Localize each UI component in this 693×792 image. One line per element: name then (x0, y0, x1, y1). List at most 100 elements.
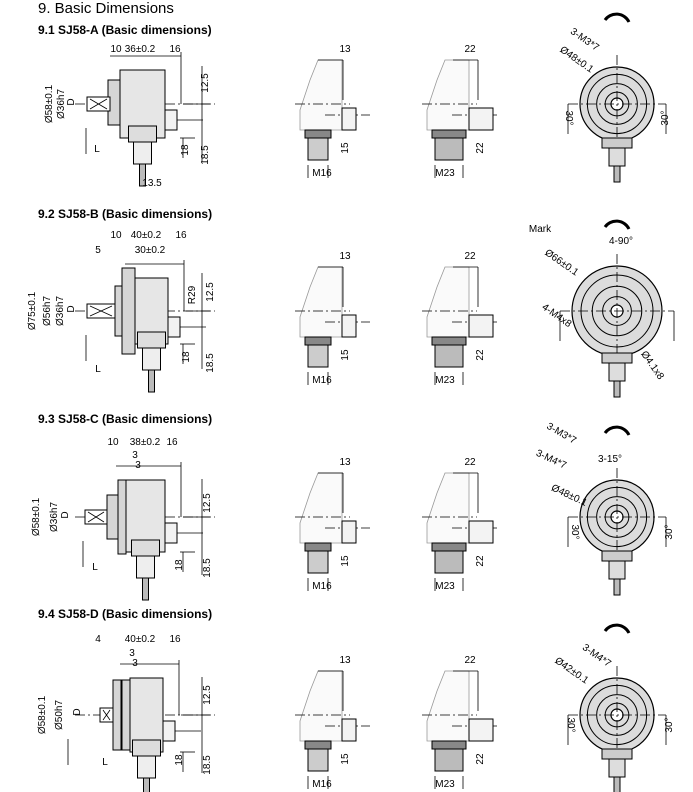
rotation-arrow-icon (603, 12, 631, 23)
m23-width-label: 22 (464, 655, 476, 666)
rotation-arrow-icon (603, 623, 631, 634)
m23-width-label: 22 (464, 251, 476, 262)
side-dimension-label: 10 (110, 44, 122, 55)
front-dimension-label: 4-M4x8 (540, 302, 574, 330)
m23-height-label: 22 (475, 349, 486, 361)
front-dimension-label: 4-90° (609, 236, 633, 247)
side-dimension-label: 30±0.2 (135, 245, 166, 256)
m23-height-label: 22 (475, 555, 486, 567)
m16-thread-label: M16 (312, 779, 332, 790)
side-dimension-label: 38±0.2 (130, 437, 161, 448)
side-dimension-label: 18.5 (202, 755, 213, 775)
section-heading-sj58-a: 9.1 SJ58-A (Basic dimensions) (38, 23, 212, 37)
side-dimension-label: Ø36h7 (56, 89, 67, 119)
side-dimension-label: 16 (169, 44, 181, 55)
side-dimension-label: 3 (129, 648, 135, 659)
side-dimension-label: D (72, 708, 83, 715)
front-dimension-label: 3-15° (598, 454, 622, 465)
side-dimension-label: 3 (132, 658, 138, 669)
m23-thread-label: M23 (435, 168, 455, 179)
side-dimension-label: Ø36h7 (55, 296, 66, 326)
side-dimension-label: Ø75±0.1 (27, 291, 38, 330)
side-dimension-label: 3 (135, 460, 141, 471)
m23-height-label: 22 (475, 142, 486, 154)
side-dimension-label: 12.5 (202, 685, 213, 705)
m16-width-label: 13 (339, 251, 351, 262)
m16-height-label: 15 (340, 142, 351, 154)
side-dimension-label: L (92, 562, 98, 573)
side-dimension-label: 36±0.2 (125, 44, 156, 55)
m23-width-label: 22 (464, 44, 476, 55)
side-dimension-label: 40±0.2 (125, 634, 156, 645)
rotation-arrow-icon (603, 219, 631, 230)
m16-height-label: 15 (340, 753, 351, 765)
side-dimension-label: Ø58±0.1 (37, 695, 48, 734)
m23-thread-label: M23 (435, 581, 455, 592)
side-dimension-label: Ø36h7 (49, 502, 60, 532)
side-dimension-label: 10 (110, 230, 122, 241)
side-dimension-label: 12.5 (205, 282, 216, 302)
side-dimension-label: L (95, 364, 101, 375)
side-dimension-label: 18 (174, 754, 185, 766)
m16-thread-label: M16 (312, 168, 332, 179)
side-dimension-label: 5 (95, 245, 101, 256)
side-dimension-label: 3 (132, 450, 138, 461)
section-heading-sj58-d: 9.4 SJ58-D (Basic dimensions) (38, 607, 213, 621)
side-dimension-label: 16 (166, 437, 178, 448)
side-dimension-label: 12.5 (200, 73, 211, 93)
front-dimension-label: Mark (529, 224, 552, 235)
front-dimension-label: Ø4.1x8 (638, 349, 666, 382)
section-heading-sj58-b: 9.2 SJ58-B (Basic dimensions) (38, 207, 213, 221)
side-dimension-label: D (66, 305, 77, 312)
side-dimension-label: R29 (187, 285, 198, 304)
side-dimension-label: 18.5 (200, 145, 211, 165)
side-dimension-label: L (102, 757, 108, 768)
side-dimension-label: D (66, 98, 77, 105)
m16-thread-label: M16 (312, 581, 332, 592)
m23-width-label: 22 (464, 457, 476, 468)
side-dimension-label: Ø50h7 (54, 700, 65, 730)
m16-height-label: 15 (340, 555, 351, 567)
side-dimension-label: Ø56h7 (42, 296, 53, 326)
section-heading-sj58-c: 9.3 SJ58-C (Basic dimensions) (38, 412, 213, 426)
side-dimension-label: L (94, 144, 100, 155)
front-dimension-label: 3-M4*7 (580, 642, 613, 670)
side-dimension-label: 12.5 (202, 493, 213, 513)
front-dimension-label: Ø48±0.1 (549, 483, 589, 509)
front-dimension-label: 30° (664, 524, 675, 539)
side-dimension-label: 13.5 (142, 178, 162, 189)
front-dimension-label: 3-M3*7 (545, 421, 579, 447)
side-dimension-label: Ø58±0.1 (31, 497, 42, 536)
m16-width-label: 13 (339, 655, 351, 666)
m16-width-label: 13 (339, 44, 351, 55)
side-dimension-label: 10 (107, 437, 119, 448)
rotation-arrow-icon (603, 425, 631, 436)
m16-thread-label: M16 (312, 375, 332, 386)
side-dimension-label: 18.5 (205, 353, 216, 373)
side-dimension-label: 18 (181, 351, 192, 363)
m16-width-label: 13 (339, 457, 351, 468)
front-dimension-label: Ø66±0.1 (543, 247, 581, 278)
side-dimension-label: 18.5 (202, 558, 213, 578)
side-dimension-label: 18 (174, 559, 185, 571)
side-dimension-label: 4 (95, 634, 101, 645)
m23-height-label: 22 (475, 753, 486, 765)
front-dimension-label: 30° (660, 110, 671, 125)
front-dimension-label: 3-M4*7 (534, 448, 568, 472)
